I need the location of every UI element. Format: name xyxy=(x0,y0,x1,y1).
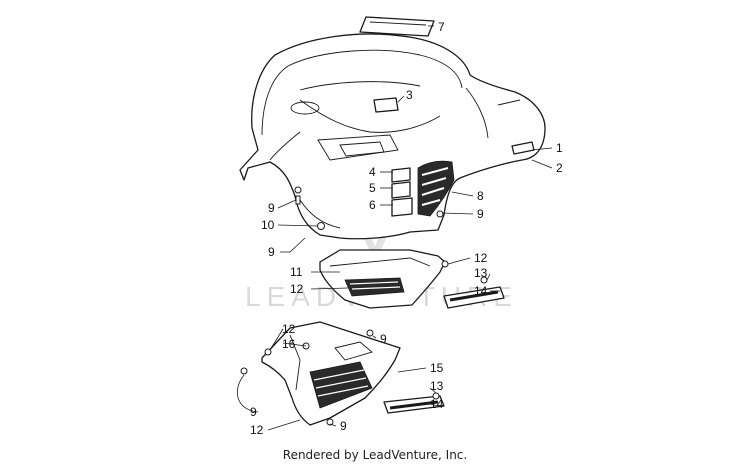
callout-15: 15 xyxy=(430,361,444,375)
callout-7: 7 xyxy=(438,20,445,34)
callout-14: 14 xyxy=(430,397,444,411)
callout-4: 4 xyxy=(369,165,376,179)
callout-12: 12 xyxy=(282,322,296,336)
part-3-decal xyxy=(373,97,399,113)
callouts: 7 3 1 2 4 5 6 8 9 9 10 9 12 11 13 12 14 … xyxy=(250,20,563,437)
callout-1: 1 xyxy=(556,141,563,155)
part-8-decal xyxy=(417,160,455,217)
part-14-footrest-lower xyxy=(383,395,445,414)
callout-14: 14 xyxy=(474,284,488,298)
part-15-lower-footwell xyxy=(261,321,401,426)
callout-9: 9 xyxy=(268,201,275,215)
callout-2: 2 xyxy=(556,161,563,175)
leader-lines xyxy=(236,25,553,431)
side-decals xyxy=(391,167,413,217)
callout-13: 13 xyxy=(430,379,444,393)
callout-9: 9 xyxy=(250,405,257,419)
callout-6: 6 xyxy=(369,198,376,212)
part-14-footrest-upper xyxy=(443,286,505,309)
callout-9: 9 xyxy=(268,245,275,259)
callout-5: 5 xyxy=(369,181,376,195)
callout-9: 9 xyxy=(477,207,484,221)
callout-8: 8 xyxy=(477,189,484,203)
callout-12: 12 xyxy=(290,282,304,296)
part-7-decal xyxy=(359,16,435,37)
callout-9: 9 xyxy=(340,419,347,433)
callout-13: 13 xyxy=(474,266,488,280)
callout-12: 12 xyxy=(250,423,264,437)
callout-3: 3 xyxy=(406,88,413,102)
callout-12: 12 xyxy=(474,251,488,265)
part-11-footwell xyxy=(319,249,446,309)
callout-10: 10 xyxy=(261,218,275,232)
callout-9: 9 xyxy=(380,332,387,346)
callout-16: 16 xyxy=(282,337,296,351)
rendered-by-footer: Rendered by LeadVenture, Inc. xyxy=(282,448,468,462)
callout-11: 11 xyxy=(290,265,303,279)
part-1-rear-fender xyxy=(239,33,546,240)
